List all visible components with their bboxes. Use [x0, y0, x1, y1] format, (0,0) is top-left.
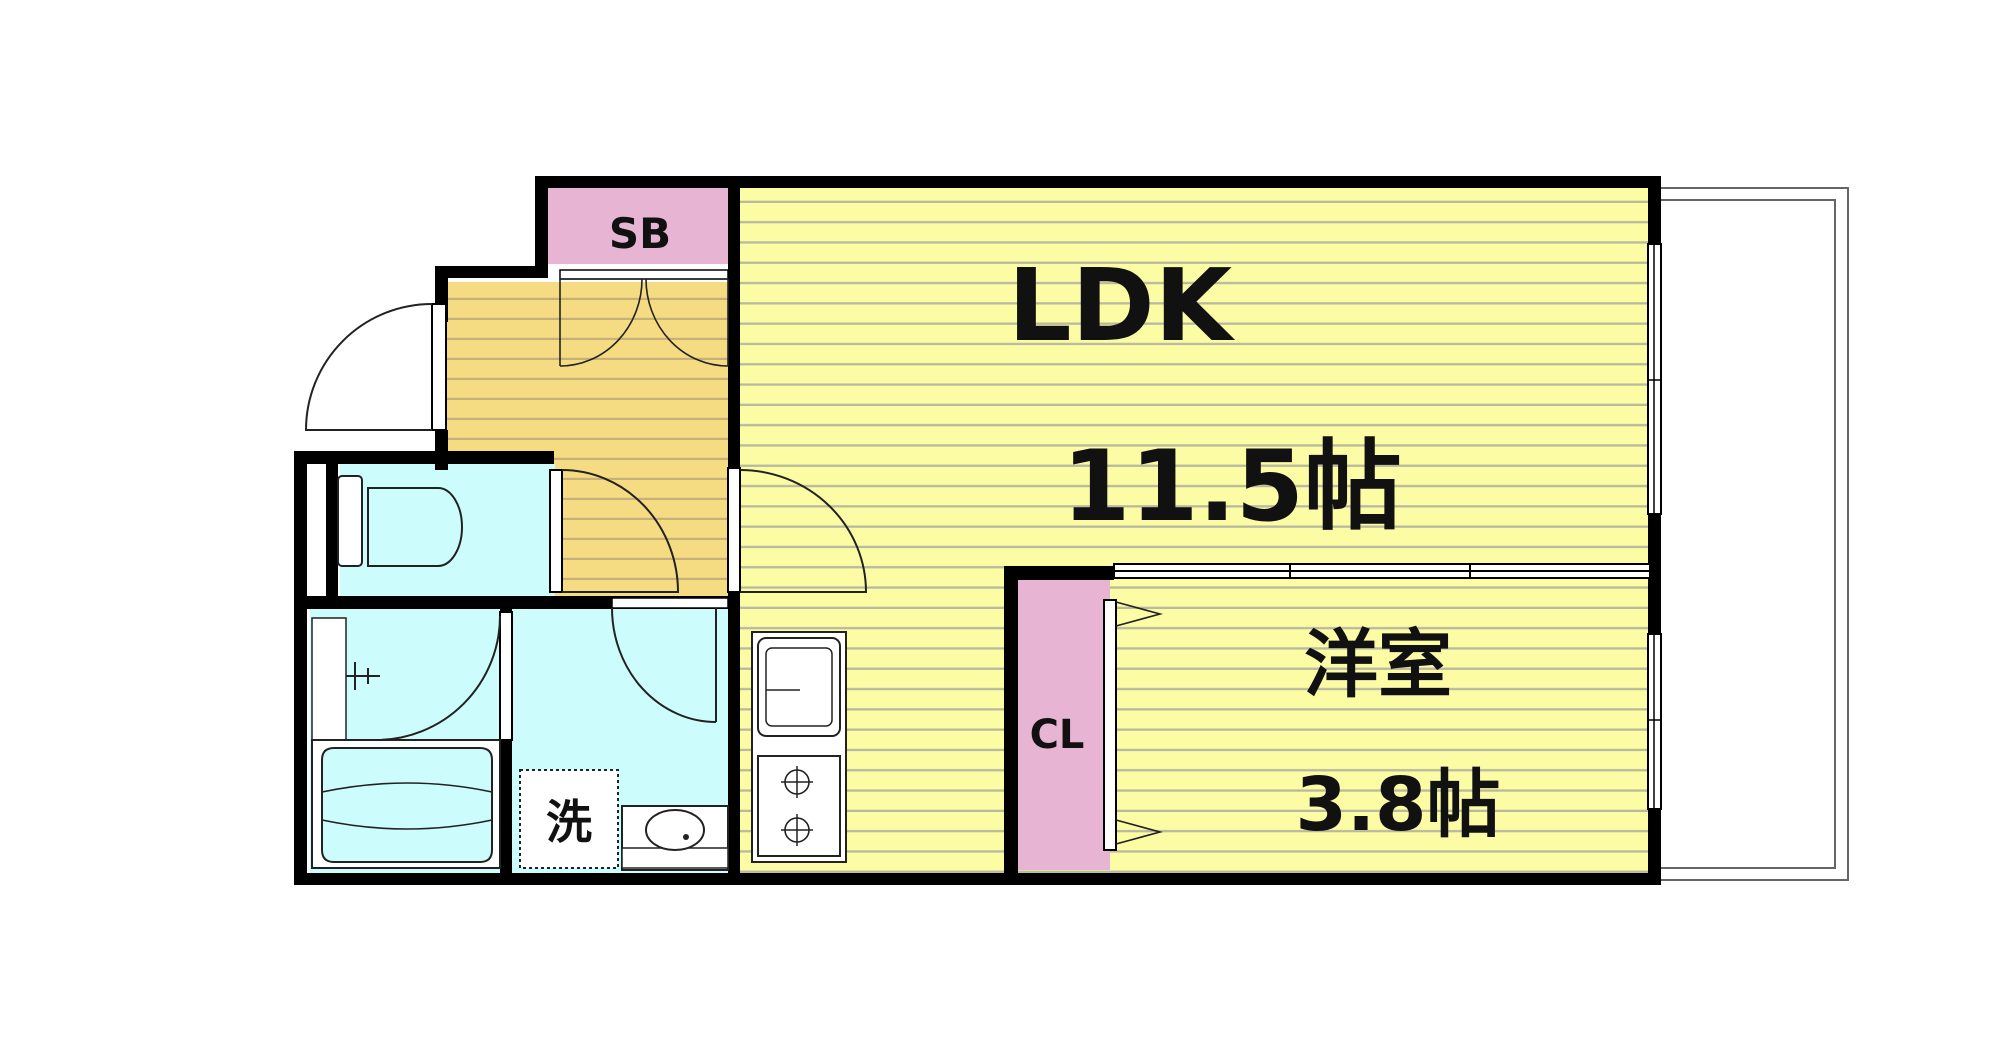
sliding-door-western[interactable] — [1113, 563, 1651, 579]
closet-doors[interactable] — [1103, 599, 1164, 851]
stove-burner-icon — [757, 755, 841, 857]
front-door[interactable] — [304, 303, 447, 431]
ldk-door[interactable] — [727, 467, 868, 593]
entrance-hall — [446, 282, 740, 598]
bath-door[interactable] — [375, 611, 513, 741]
faucet-icon — [311, 617, 380, 743]
washer-space: 洗 — [519, 769, 619, 869]
toilet-door[interactable] — [549, 469, 680, 593]
shoebox-label: SB — [609, 209, 671, 258]
closet-label: CL — [1030, 712, 1085, 758]
washbasin-icon — [621, 805, 729, 871]
bathtub-icon — [311, 739, 501, 869]
western-room — [1110, 578, 1652, 876]
ldk-room-name: LDK — [1008, 247, 1236, 364]
balcony — [1649, 187, 1849, 881]
ldk-room-size: 11.5帖 — [1062, 430, 1402, 544]
closet-storage — [1016, 578, 1110, 870]
window-western — [1647, 633, 1662, 810]
washroom-door[interactable] — [611, 597, 729, 723]
shoebox-doors[interactable] — [559, 269, 729, 367]
western-room-size: 3.8帖 — [1295, 762, 1500, 848]
window-ldk — [1647, 243, 1662, 515]
shoebox-storage — [548, 186, 740, 264]
western-room-name: 洋室 — [1304, 622, 1452, 708]
toilet-icon — [337, 475, 463, 567]
sink-icon — [757, 637, 841, 737]
washer-label: 洗 — [546, 795, 592, 849]
